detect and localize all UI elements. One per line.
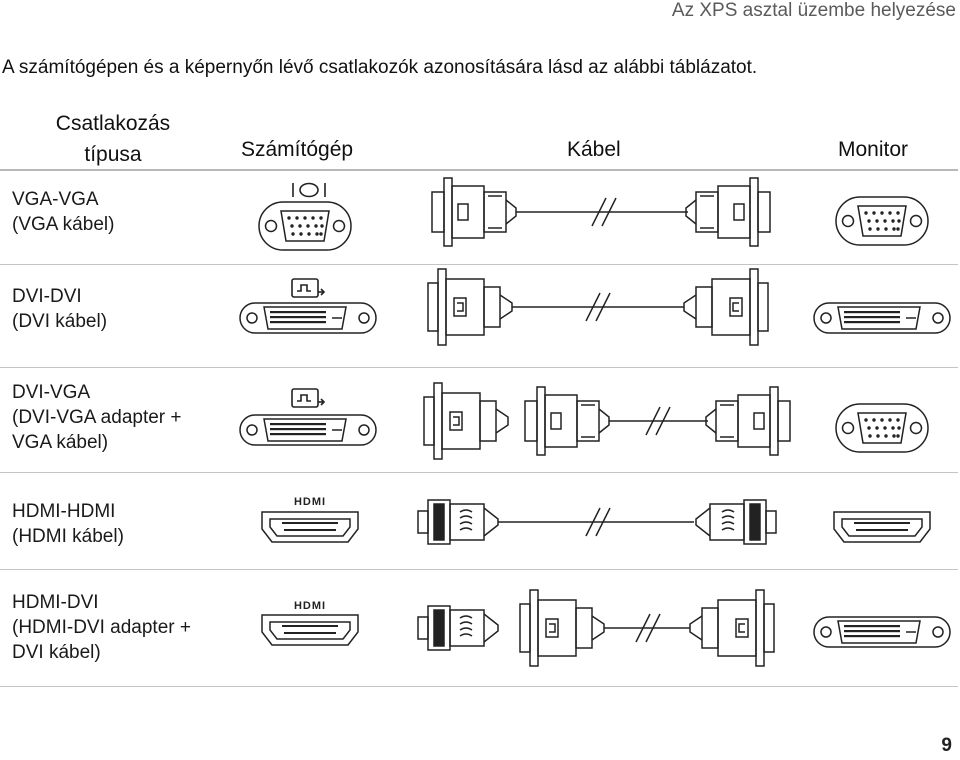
row-divider — [0, 264, 958, 265]
monitor-dvi-port-icon — [813, 302, 951, 334]
header-cable: Kábel — [567, 138, 621, 161]
header-computer: Számítógép — [241, 138, 354, 161]
row-divider — [0, 686, 958, 687]
row-label-dvi-dvi: DVI-DVI (DVI kábel) — [12, 284, 107, 334]
row-divider — [0, 472, 958, 473]
row-label-line: HDMI-HDMI — [12, 501, 116, 522]
row-label-hdmi-dvi: HDMI-DVI (HDMI-DVI adapter + DVI kábel) — [12, 590, 191, 665]
hdmi-logo-icon: HDMI — [294, 496, 326, 508]
monitor-vga-port-icon — [835, 403, 929, 453]
row-label-dvi-vga: DVI-VGA (DVI-VGA adapter + VGA kábel) — [12, 380, 182, 455]
monitor-hdmi-port-icon — [833, 511, 931, 543]
computer-dvi-port-icon — [239, 414, 377, 446]
row-divider — [0, 367, 958, 368]
computer-hdmi-port-icon — [261, 511, 359, 543]
row-label-line: VGA kábel) — [12, 432, 109, 453]
row-label-line: DVI kábel) — [12, 642, 101, 663]
row-label-line: HDMI-DVI — [12, 592, 99, 613]
row-label-vga-vga: VGA-VGA (VGA kábel) — [12, 187, 114, 237]
row-label-line: VGA-VGA — [12, 189, 99, 210]
row-label-line: (DVI-VGA adapter + — [12, 407, 182, 428]
page-number: 9 — [941, 735, 952, 756]
row-label-line: DVI-DVI — [12, 286, 82, 307]
row-label-line: (VGA kábel) — [12, 214, 115, 235]
dvi-cable-icon — [427, 268, 769, 346]
row-divider — [0, 569, 958, 570]
hdmi-logo-icon: HDMI — [294, 600, 326, 612]
running-head: Az XPS asztal üzembe helyezése — [671, 0, 956, 21]
vga-icon — [292, 182, 326, 198]
dvi-icon — [291, 388, 325, 408]
row-label-line: (DVI kábel) — [12, 311, 108, 332]
monitor-dvi-port-icon — [813, 616, 951, 648]
computer-dvi-port-icon — [239, 302, 377, 334]
row-label-hdmi-hdmi: HDMI-HDMI (HDMI kábel) — [12, 499, 124, 549]
vga-cable-icon — [431, 177, 771, 247]
header-connection-type: Csatlakozás típusa — [0, 108, 226, 170]
row-label-line: DVI-VGA — [12, 382, 91, 403]
header-monitor: Monitor — [838, 138, 909, 161]
header-type-line2: típusa — [84, 143, 142, 166]
header-type-line1: Csatlakozás — [55, 112, 171, 135]
computer-vga-port-icon — [258, 201, 352, 251]
intro-text: A számítógépen és a képernyőn lévő csatl… — [2, 57, 758, 78]
hdmi-dvi-adapter-cable-icon — [417, 589, 775, 667]
row-label-line: (HDMI kábel) — [12, 526, 124, 547]
computer-hdmi-port-icon — [261, 614, 359, 646]
dvi-icon — [291, 278, 325, 298]
header-divider — [0, 169, 958, 171]
hdmi-cable-icon — [417, 499, 777, 545]
monitor-vga-port-icon — [835, 196, 929, 246]
dvi-vga-adapter-cable-icon — [423, 382, 791, 460]
row-label-line: (HDMI-DVI adapter + — [12, 617, 191, 638]
